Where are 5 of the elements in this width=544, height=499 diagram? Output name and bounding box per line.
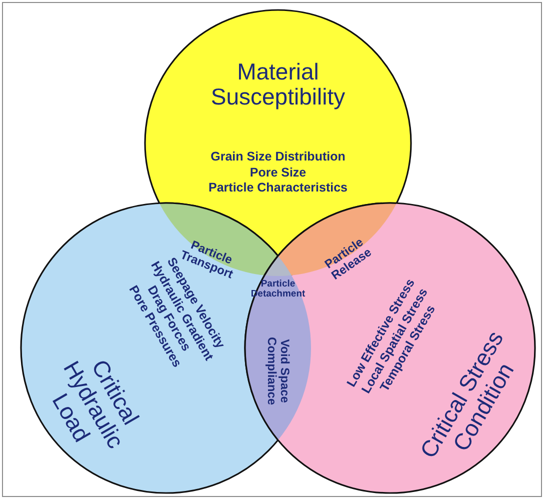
list-item: Particle Characteristics: [208, 180, 348, 196]
list-item: Pore Size: [250, 165, 306, 181]
list-item: Grain Size Distribution: [210, 150, 346, 166]
overlap-label: Void Space Compliance: [264, 336, 292, 407]
circle-title: Material Susceptibility: [210, 60, 346, 110]
